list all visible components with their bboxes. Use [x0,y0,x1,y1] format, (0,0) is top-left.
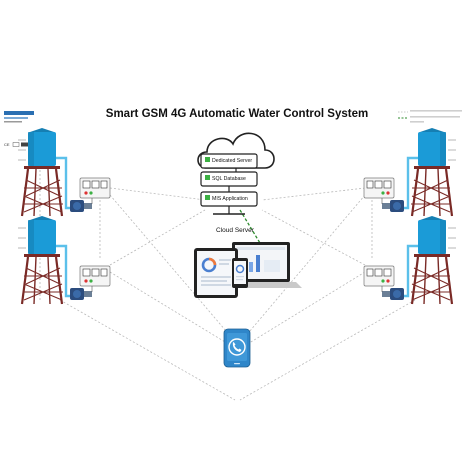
server-label-dedicated: Dedicated Server [212,158,253,164]
phone-call-device [222,328,252,368]
link-br-cloud [261,209,366,266]
pump-icon [70,288,92,300]
server-label-sql: SQL Database [212,176,246,182]
water-tower-icon [410,216,454,305]
control-panel-icon [79,177,111,199]
link-tl-phone [109,194,233,339]
pump-icon [70,200,92,212]
control-panel-icon [79,265,111,287]
link-bl-phone [109,271,231,346]
water-tower-icon [410,128,454,217]
pump-icon [382,200,404,212]
server-label-mis: MIS Application [212,196,248,202]
cloud-server-label: Cloud Server [216,227,254,234]
link-tl-cloud [109,187,206,201]
link-br-phone [245,271,366,346]
phone-call-icon [228,338,246,356]
control-panel-icon [363,265,395,287]
link-tr-phone [243,194,366,339]
water-station-bottom-right [356,216,470,308]
water-station-top-left [4,128,118,220]
devices-group [192,238,302,302]
cloud-server [193,122,279,230]
water-tower-icon [20,128,64,217]
link-br-bottom [239,299,416,401]
link-bl-cloud [109,209,206,266]
water-tower-icon [20,216,64,305]
tablet-icon [194,248,238,298]
link-bl-bottom [59,299,236,401]
diagram-title: Smart GSM 4G Automatic Water Control Sys… [105,108,369,120]
certification-icons: CE [4,134,34,147]
brand-logo [4,110,38,126]
water-station-top-right [356,128,470,220]
water-station-bottom-left [4,216,118,308]
server-icon [200,153,258,169]
control-panel-icon [363,177,395,199]
legend-lines [410,109,468,125]
smartphone-icon [232,258,248,288]
svg-text:CE: CE [4,142,10,147]
pump-icon [382,288,404,300]
link-tr-cloud [261,187,366,201]
gsm-link [239,209,264,249]
